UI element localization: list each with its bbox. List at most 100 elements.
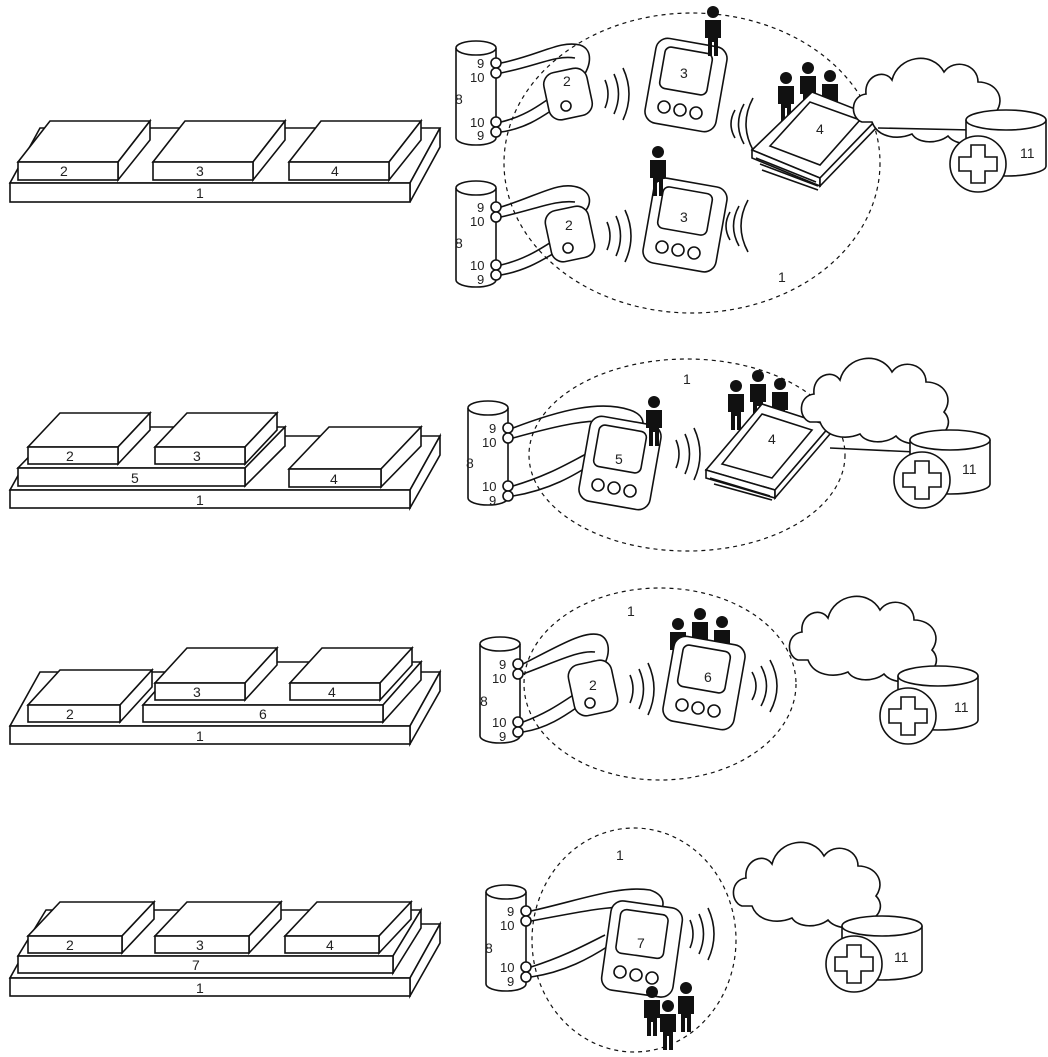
stack-2-base-label: 1 <box>196 492 204 508</box>
storage-cylinder: 8 9 10 10 9 <box>455 180 502 288</box>
sensor-device: 2 <box>544 205 596 263</box>
stack-4-mid-label: 7 <box>192 957 200 973</box>
svg-text:2: 2 <box>563 73 571 89</box>
stack-1-base-label: 1 <box>196 185 204 201</box>
svg-text:4: 4 <box>816 121 824 137</box>
zone-boundary <box>523 587 797 781</box>
zone-label: 1 <box>683 371 691 387</box>
svg-text:10: 10 <box>492 671 506 686</box>
wireless-signal-icon <box>730 97 754 151</box>
medical-cross-icon <box>888 696 928 736</box>
cloud-icon <box>732 841 882 929</box>
zone-label: 1 <box>616 847 624 863</box>
stack-2: 1 5 2 3 4 <box>8 410 442 512</box>
svg-text:10: 10 <box>482 435 496 450</box>
medical-cross-icon <box>834 944 874 984</box>
svg-text:9: 9 <box>507 974 514 989</box>
svg-text:10: 10 <box>470 258 484 273</box>
stack-3-box-a-label: 2 <box>66 706 74 722</box>
stack-1: 1 2 3 4 <box>8 118 442 203</box>
svg-text:9: 9 <box>477 272 484 287</box>
svg-text:8: 8 <box>466 455 474 471</box>
gateway-tablet: 4 <box>704 403 832 501</box>
svg-text:11: 11 <box>962 461 977 477</box>
svg-text:2: 2 <box>589 677 597 693</box>
sensor-device: 2 <box>567 659 619 717</box>
server: 11 <box>879 665 979 745</box>
stack-3-box-c-label: 4 <box>328 684 336 700</box>
cloud-icon <box>788 595 938 683</box>
svg-text:9: 9 <box>499 729 506 744</box>
svg-text:9: 9 <box>489 493 496 508</box>
zone-boundary <box>503 12 881 314</box>
svg-text:5: 5 <box>615 451 623 467</box>
wireless-signal-icon <box>689 907 715 961</box>
svg-text:8: 8 <box>480 693 488 709</box>
wireless-signal-icon <box>604 67 630 121</box>
storage-cylinder: 8 9 10 10 9 <box>485 884 532 992</box>
svg-text:8: 8 <box>485 940 493 956</box>
stack-1-box-b-label: 3 <box>196 163 204 179</box>
svg-text:4: 4 <box>768 431 776 447</box>
sensor-device: 2 <box>542 67 594 121</box>
svg-text:10: 10 <box>500 918 514 933</box>
zone-label: 1 <box>627 603 635 619</box>
network-3: 1 8 9 10 10 9 2 <box>479 587 979 781</box>
stack-4: 1 7 2 3 4 <box>8 899 442 1000</box>
network-4: 1 8 9 10 10 9 7 <box>485 827 923 1053</box>
svg-text:9: 9 <box>499 657 506 672</box>
hub-device: 6 <box>662 635 746 731</box>
svg-text:8: 8 <box>455 91 463 107</box>
medical-cross-icon <box>958 144 998 184</box>
svg-text:2: 2 <box>565 217 573 233</box>
cloud-icon <box>852 57 1002 145</box>
server: 11 <box>949 109 1047 193</box>
svg-text:10: 10 <box>482 479 496 494</box>
stack-4-box-a-label: 2 <box>66 937 74 953</box>
svg-text:9: 9 <box>477 200 484 215</box>
svg-text:8: 8 <box>455 235 463 251</box>
network-1: 1 8 9 10 10 9 2 3 <box>455 6 1047 314</box>
svg-text:9: 9 <box>477 128 484 143</box>
svg-text:3: 3 <box>680 65 688 81</box>
stack-4-box-c-label: 4 <box>326 937 334 953</box>
hub-device: 3 <box>642 177 728 273</box>
zone-boundary <box>531 827 737 1053</box>
svg-text:11: 11 <box>1020 145 1035 161</box>
stack-1-box-c-label: 4 <box>331 163 339 179</box>
hub-device: 3 <box>644 37 728 133</box>
stack-3: 1 6 2 3 4 <box>8 645 442 748</box>
wireless-signal-icon <box>725 199 749 253</box>
stack-4-box-b-label: 3 <box>196 937 204 953</box>
wireless-signal-icon <box>606 209 632 263</box>
hub-device: 5 <box>578 415 662 511</box>
stack-2-box-a-label: 2 <box>66 448 74 464</box>
hub-device: 7 <box>600 900 684 998</box>
stack-4-base-label: 1 <box>196 980 204 996</box>
wireless-signal-icon <box>751 659 778 713</box>
storage-cylinder: 8 9 10 10 9 <box>455 40 502 146</box>
stack-2-box-b-label: 3 <box>193 448 201 464</box>
svg-text:10: 10 <box>500 960 514 975</box>
svg-text:9: 9 <box>477 56 484 71</box>
stack-1-box-a-label: 2 <box>60 163 68 179</box>
server: 11 <box>893 429 991 509</box>
cloud-icon <box>800 357 950 445</box>
stack-2-box-c-label: 4 <box>330 471 338 487</box>
storage-cylinder: 8 9 10 10 9 <box>466 400 514 508</box>
wireless-signal-icon <box>629 662 655 716</box>
zone-label: 1 <box>778 269 786 285</box>
network-1b: 8 9 10 10 9 2 3 <box>455 146 749 288</box>
stack-2-mid-label: 5 <box>131 470 139 486</box>
svg-text:11: 11 <box>954 699 969 715</box>
svg-text:10: 10 <box>470 115 484 130</box>
svg-text:9: 9 <box>489 421 496 436</box>
stack-3-base-label: 1 <box>196 728 204 744</box>
svg-text:10: 10 <box>492 715 506 730</box>
server: 11 <box>825 915 923 993</box>
svg-text:10: 10 <box>470 214 484 229</box>
svg-text:7: 7 <box>637 935 645 951</box>
svg-text:10: 10 <box>470 70 484 85</box>
wireless-signal-icon <box>675 427 701 481</box>
